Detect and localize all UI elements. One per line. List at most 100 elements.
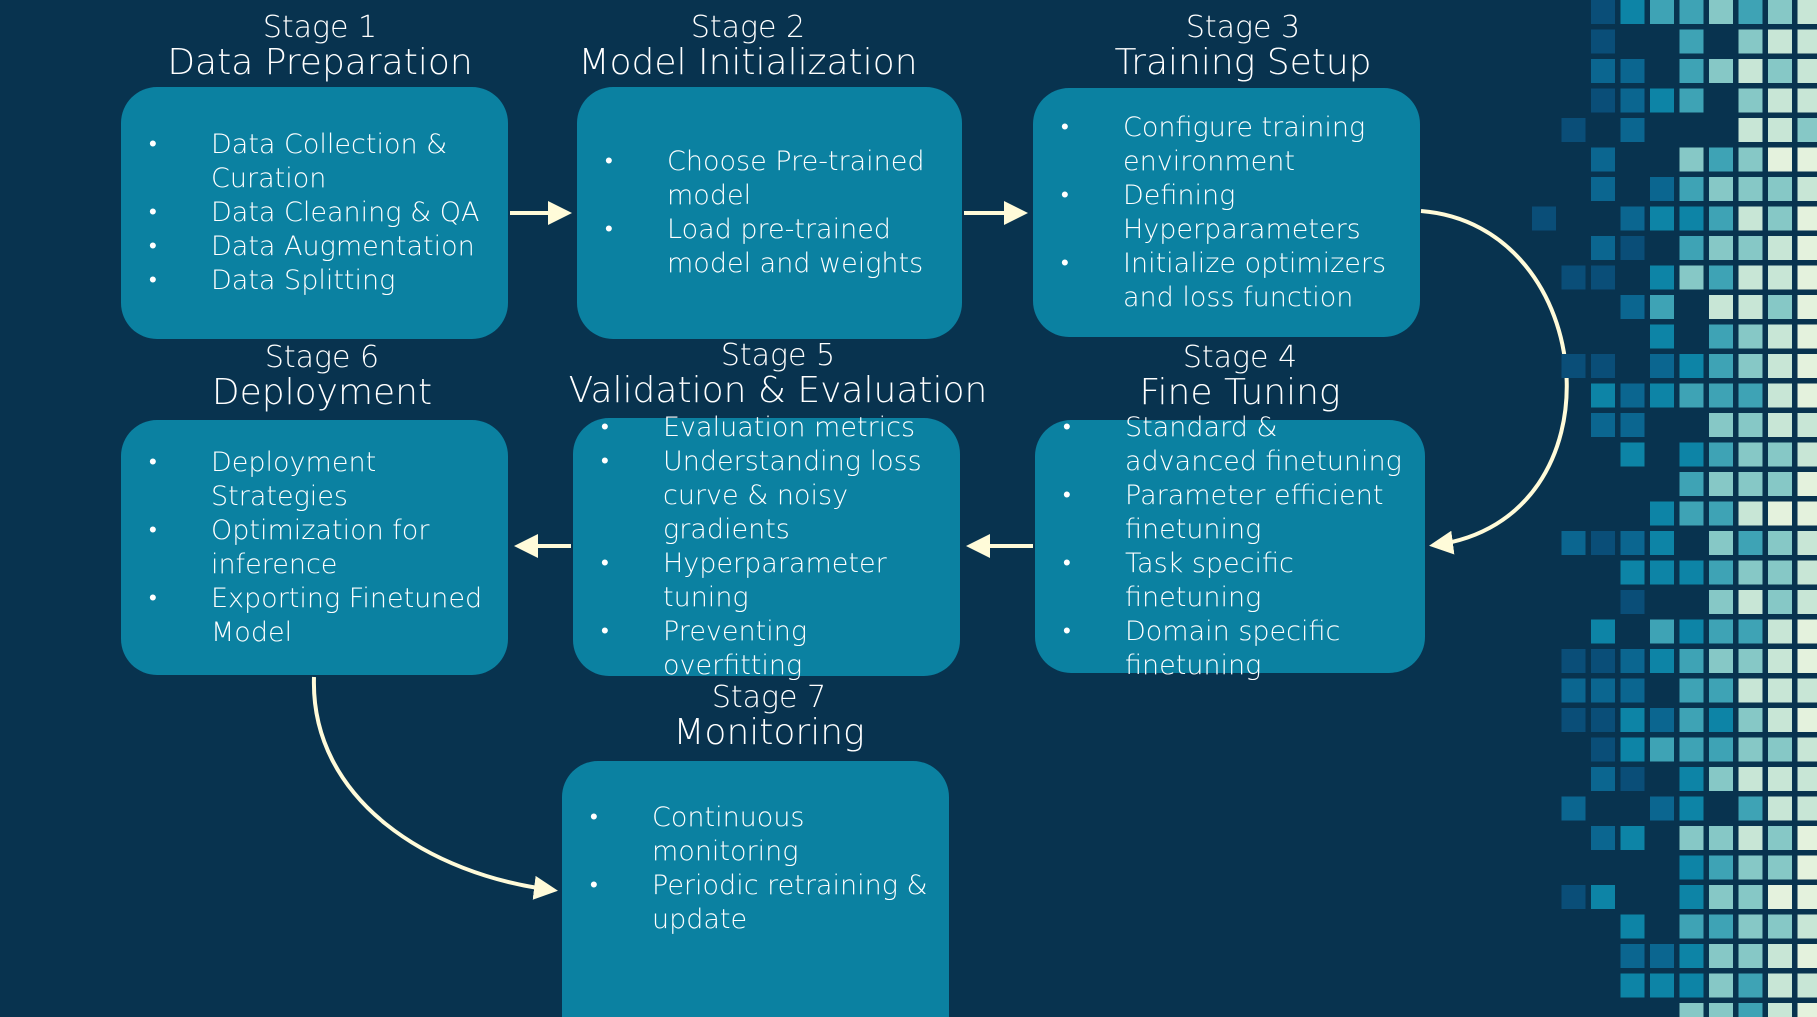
mosaic-tile	[1650, 206, 1674, 231]
stage-2-title: Model Initialization	[578, 41, 918, 83]
mosaic-tile	[1768, 265, 1792, 290]
mosaic-tile	[1709, 649, 1733, 673]
mosaic-tile	[1679, 944, 1704, 968]
mosaic-tile	[1738, 973, 1763, 998]
mosaic-tile	[1591, 354, 1615, 378]
mosaic-tile	[1709, 295, 1733, 319]
mosaic-tile	[1768, 413, 1792, 437]
mosaic-tile	[1768, 59, 1792, 83]
mosaic-tile	[1620, 236, 1645, 260]
mosaic-tile	[1768, 295, 1792, 319]
mosaic-tile	[1650, 973, 1674, 998]
mosaic-tile	[1679, 619, 1704, 644]
mosaic-tile	[1709, 678, 1733, 703]
mosaic-tile	[1797, 206, 1817, 231]
mosaic-tile	[1650, 796, 1674, 821]
stage-7-item: Periodic retraining & update	[590, 869, 935, 937]
mosaic-tile	[1738, 236, 1763, 260]
mosaic-tile	[1738, 708, 1763, 732]
mosaic-tile	[1650, 177, 1674, 201]
mosaic-tile	[1650, 354, 1674, 378]
mosaic-tile	[1591, 708, 1615, 732]
mosaic-tile	[1709, 944, 1733, 968]
mosaic-tile	[1709, 560, 1733, 585]
mosaic-tile	[1709, 885, 1733, 909]
mosaic-tile	[1679, 177, 1704, 201]
mosaic-tile	[1679, 236, 1704, 260]
mosaic-tile	[1561, 649, 1586, 673]
mosaic-tile	[1797, 855, 1817, 880]
mosaic-tile	[1738, 531, 1763, 555]
stage-1-number: Stage 1	[262, 10, 378, 45]
mosaic-tile	[1679, 0, 1704, 24]
stage-7-item: Continuous monitoring	[590, 801, 935, 869]
mosaic-tile	[1650, 383, 1674, 408]
stage-4-box: Standard & advanced finetuning Parameter…	[1035, 411, 1425, 681]
mosaic-tile	[1768, 649, 1792, 673]
mosaic-tile	[1650, 88, 1674, 113]
mosaic-tile	[1650, 649, 1674, 673]
mosaic-tile	[1561, 265, 1586, 290]
mosaic-tile	[1679, 29, 1704, 54]
stage-1-item: Data Cleaning & QA	[149, 196, 494, 230]
mosaic-tile	[1768, 737, 1792, 762]
stage-3-box: Configure training environment Defining …	[1033, 88, 1420, 337]
mosaic-tile	[1797, 177, 1817, 201]
mosaic-tile	[1797, 944, 1817, 968]
mosaic-tile	[1591, 413, 1615, 437]
stage-1-heading: Stage 1 Data Preparation	[120, 12, 520, 81]
stage-1-item: Data Collection & Curation	[149, 128, 494, 196]
mosaic-tile	[1738, 383, 1763, 408]
mosaic-tile	[1797, 147, 1817, 172]
mosaic-tile	[1591, 737, 1615, 762]
mosaic-tile	[1738, 442, 1763, 467]
stage-5-item: Preventing overfitting	[601, 615, 946, 683]
mosaic-tile	[1768, 560, 1792, 585]
mosaic-tile	[1591, 885, 1615, 909]
mosaic-tile	[1768, 354, 1792, 378]
mosaic-tile	[1679, 737, 1704, 762]
stage-1-item: Data Splitting	[149, 264, 494, 298]
mosaic-tile	[1561, 885, 1586, 909]
mosaic-tile	[1738, 796, 1763, 821]
mosaic-tile	[1797, 29, 1817, 54]
mosaic-tile	[1679, 796, 1704, 821]
mosaic-tile	[1650, 619, 1674, 644]
mosaic-tile	[1620, 560, 1645, 585]
mosaic-tile	[1709, 737, 1733, 762]
mosaic-tile	[1679, 442, 1704, 467]
mosaic-tile	[1738, 649, 1763, 673]
mosaic-tile	[1650, 708, 1674, 732]
mosaic-tile	[1738, 265, 1763, 290]
mosaic-tile	[1591, 236, 1615, 260]
stage-6-number: Stage 6	[264, 340, 380, 375]
mosaic-tile	[1709, 413, 1733, 437]
mosaic-tile	[1650, 324, 1674, 349]
mosaic-tile	[1797, 914, 1817, 939]
mosaic-tile	[1591, 147, 1615, 172]
mosaic-tile	[1738, 590, 1763, 614]
mosaic-tile	[1620, 826, 1645, 850]
mosaic-tile	[1768, 826, 1792, 850]
mosaic-tile	[1591, 265, 1615, 290]
stage-4-items: Standard & advanced finetuning Parameter…	[1063, 411, 1411, 683]
mosaic-tile	[1797, 619, 1817, 644]
mosaic-tile	[1709, 914, 1733, 939]
mosaic-tile	[1620, 383, 1645, 408]
mosaic-tile	[1709, 383, 1733, 408]
stage-2-item: Load pre-trained model and weights	[605, 213, 948, 281]
mosaic-tile	[1591, 29, 1615, 54]
mosaic-tile	[1768, 973, 1792, 998]
mosaic-tile	[1738, 118, 1763, 142]
mosaic-tile	[1620, 531, 1645, 555]
mosaic-tile	[1620, 59, 1645, 83]
mosaic-tile	[1768, 0, 1792, 24]
mosaic-tile	[1679, 678, 1704, 703]
mosaic-tile	[1797, 796, 1817, 821]
mosaic-tile	[1738, 88, 1763, 113]
mosaic-tile	[1738, 944, 1763, 968]
mosaic-tile	[1738, 413, 1763, 437]
stage-3-heading: Stage 3 Training Setup	[1043, 12, 1443, 81]
stage-6-title: Deployment	[211, 371, 433, 413]
mosaic-tile	[1797, 973, 1817, 998]
